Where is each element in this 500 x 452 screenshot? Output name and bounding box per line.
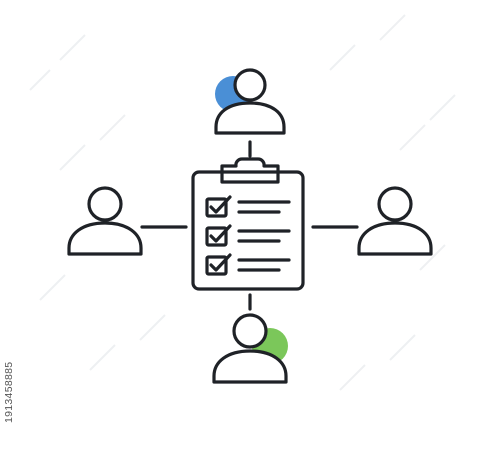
- clipboard-icon: [191, 157, 305, 291]
- checklist-row: [205, 224, 291, 247]
- person-icon-bottom: [212, 313, 288, 384]
- checklist-row: [205, 195, 291, 218]
- person-icon-right: [357, 186, 433, 256]
- connector-lines: [140, 140, 359, 311]
- stock-id-label: 1913458885: [3, 361, 15, 423]
- watermark: [29, 14, 456, 391]
- person-icon-left: [67, 186, 143, 256]
- checklist-row: [205, 253, 291, 276]
- person-icon-top: [214, 68, 286, 135]
